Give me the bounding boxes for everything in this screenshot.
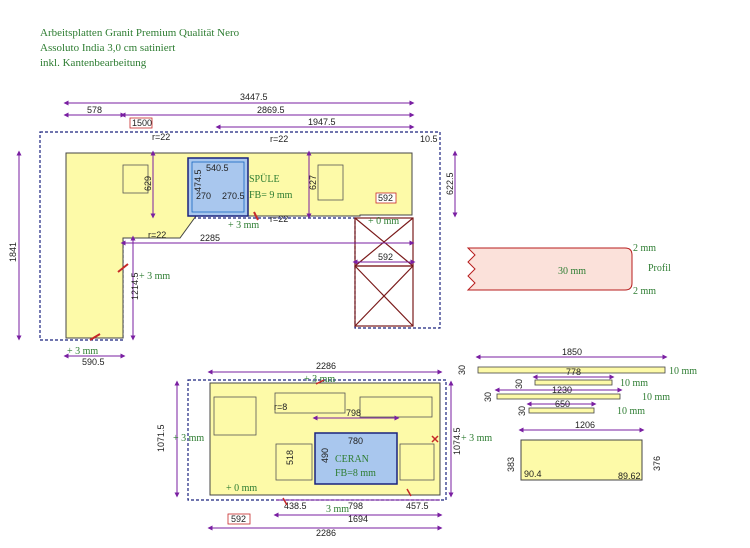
dim-592-bottom: 592 bbox=[231, 514, 246, 524]
profile-thickness-top: 2 mm bbox=[633, 243, 656, 254]
label-592a-box bbox=[375, 192, 397, 204]
radius-label-b: r=22 bbox=[270, 134, 288, 144]
label-1500-box bbox=[129, 117, 153, 129]
dim-1947: 1947.5 bbox=[308, 117, 336, 127]
radius-label-c: r=22 bbox=[270, 214, 288, 224]
dim-total: 3447.5 bbox=[240, 92, 268, 102]
seam-mark-top bbox=[89, 211, 259, 341]
sink-label: SPÜLE bbox=[249, 173, 280, 185]
tolerance-bottom-row: 3 mm bbox=[326, 504, 349, 515]
ceran-cutout bbox=[314, 432, 398, 485]
dim-2286-top: 2286 bbox=[316, 361, 336, 371]
strip-2-length: 778 bbox=[566, 367, 581, 377]
dim-622: 622.5 bbox=[445, 172, 455, 195]
tolerance-bottom-left: + 3 mm bbox=[173, 433, 204, 444]
strip-1-length: 1850 bbox=[562, 347, 582, 357]
dim-578: 578 bbox=[87, 105, 102, 115]
header-title-line2: Assoluto India 3,0 cm satiniert bbox=[40, 42, 176, 54]
dim-457: 457.5 bbox=[406, 501, 429, 511]
profile-thickness-bottom: 2 mm bbox=[633, 286, 656, 297]
dim-627: 627 bbox=[308, 175, 318, 190]
seam-mark-bottom bbox=[282, 379, 439, 506]
dim-438: 438.5 bbox=[284, 501, 307, 511]
header-title-line3: inkl. Kantenbearbeitung bbox=[40, 57, 147, 69]
tolerance-bottom-top: + 3 mm bbox=[304, 374, 335, 385]
ceran-label: CERAN bbox=[335, 454, 369, 465]
tolerance-top-c: + 3 mm bbox=[67, 346, 98, 357]
strip-1-height: 30 bbox=[457, 365, 467, 375]
strip-4-thickness: 10 mm bbox=[617, 406, 645, 417]
tolerance-top-0: + 0 mm bbox=[368, 216, 399, 227]
bottom-recess-1 bbox=[213, 396, 257, 436]
strip-1 bbox=[477, 366, 666, 374]
label-592-bottom-box bbox=[227, 513, 251, 525]
tolerance-bottom-0: + 0 mm bbox=[226, 483, 257, 494]
dim-2869: 2869.5 bbox=[257, 105, 285, 115]
small-plate-width: 1206 bbox=[575, 420, 595, 430]
sink-inner bbox=[191, 161, 245, 213]
dim-590: 590.5 bbox=[82, 357, 105, 367]
dim-592a: 592 bbox=[378, 193, 393, 203]
tolerance-top-a: + 3 mm bbox=[228, 220, 259, 231]
radius-label-a: r=22 bbox=[152, 132, 170, 142]
dim-592b: 592 bbox=[378, 252, 393, 262]
strip-3-height: 30 bbox=[483, 392, 493, 402]
strip-2-thickness: 10 mm bbox=[620, 378, 648, 389]
strip-4 bbox=[528, 407, 595, 414]
sink-dim-540: 540.5 bbox=[206, 163, 229, 173]
dim-1071: 1071.5 bbox=[156, 424, 166, 452]
profile-height: 30 mm bbox=[558, 266, 586, 277]
sink-dim-270b: 270.5 bbox=[222, 191, 245, 201]
dim-1214: 1214.5 bbox=[130, 272, 140, 300]
small-plate-angle-right: 89.62 bbox=[618, 471, 641, 481]
dim-1074: 1074.5 bbox=[452, 427, 462, 455]
strip-2-height: 30 bbox=[514, 379, 524, 389]
tolerance-bottom-right: + 3 mm bbox=[461, 433, 492, 444]
appliance-box-lower bbox=[354, 265, 414, 327]
strip-1-thickness: 10 mm bbox=[669, 366, 697, 377]
radius-label-d: r=22 bbox=[148, 230, 166, 240]
small-plate-angle-left: 90.4 bbox=[524, 469, 542, 479]
appliance-cross-lower bbox=[354, 265, 414, 327]
tolerance-top-b: + 3 mm bbox=[139, 271, 170, 282]
recess-2 bbox=[317, 164, 344, 201]
dim-518: 518 bbox=[285, 450, 295, 465]
dim-1500: 1500 bbox=[132, 118, 152, 128]
dim-798b: 798 bbox=[348, 501, 363, 511]
dim-1694: 1694 bbox=[348, 514, 368, 524]
bottom-recess-4 bbox=[275, 443, 313, 481]
sink-dim-270a: 270 bbox=[196, 191, 211, 201]
strip-3 bbox=[496, 393, 621, 400]
dim-490: 490 bbox=[320, 448, 330, 463]
dim-2286-bottom: 2286 bbox=[316, 528, 336, 538]
profile-label: Profil bbox=[648, 263, 671, 274]
dim-1841: 1841 bbox=[8, 242, 18, 262]
small-plate-height-left: 383 bbox=[506, 457, 516, 472]
bottom-recess-2 bbox=[274, 392, 346, 414]
strip-4-height: 30 bbox=[517, 406, 527, 416]
sink-cutout bbox=[187, 157, 249, 217]
bottom-recess-5 bbox=[399, 443, 435, 481]
strip-3-thickness: 10 mm bbox=[642, 392, 670, 403]
small-plate bbox=[520, 439, 643, 481]
dim-2285: 2285 bbox=[200, 233, 220, 243]
small-plate-height-right: 376 bbox=[652, 456, 662, 471]
dim-798a: 798 bbox=[346, 408, 361, 418]
strip-4-length: 650 bbox=[555, 399, 570, 409]
sink-dim-474: 474.5 bbox=[193, 169, 203, 192]
strip-3-length: 1230 bbox=[552, 385, 572, 395]
radius-label-bottom: r=8 bbox=[274, 402, 287, 412]
recess-1 bbox=[122, 164, 149, 194]
header-title-line1: Arbeitsplatten Granit Premium Qualität N… bbox=[40, 27, 240, 39]
sink-fb: FB= 9 mm bbox=[249, 190, 293, 201]
profile-shape bbox=[466, 247, 633, 291]
ceran-fb: FB=8 mm bbox=[335, 468, 376, 479]
dim-10-5: 10.5 bbox=[420, 134, 438, 144]
dim-780: 780 bbox=[348, 436, 363, 446]
strip-2 bbox=[534, 379, 613, 386]
dim-629: 629 bbox=[143, 176, 153, 191]
